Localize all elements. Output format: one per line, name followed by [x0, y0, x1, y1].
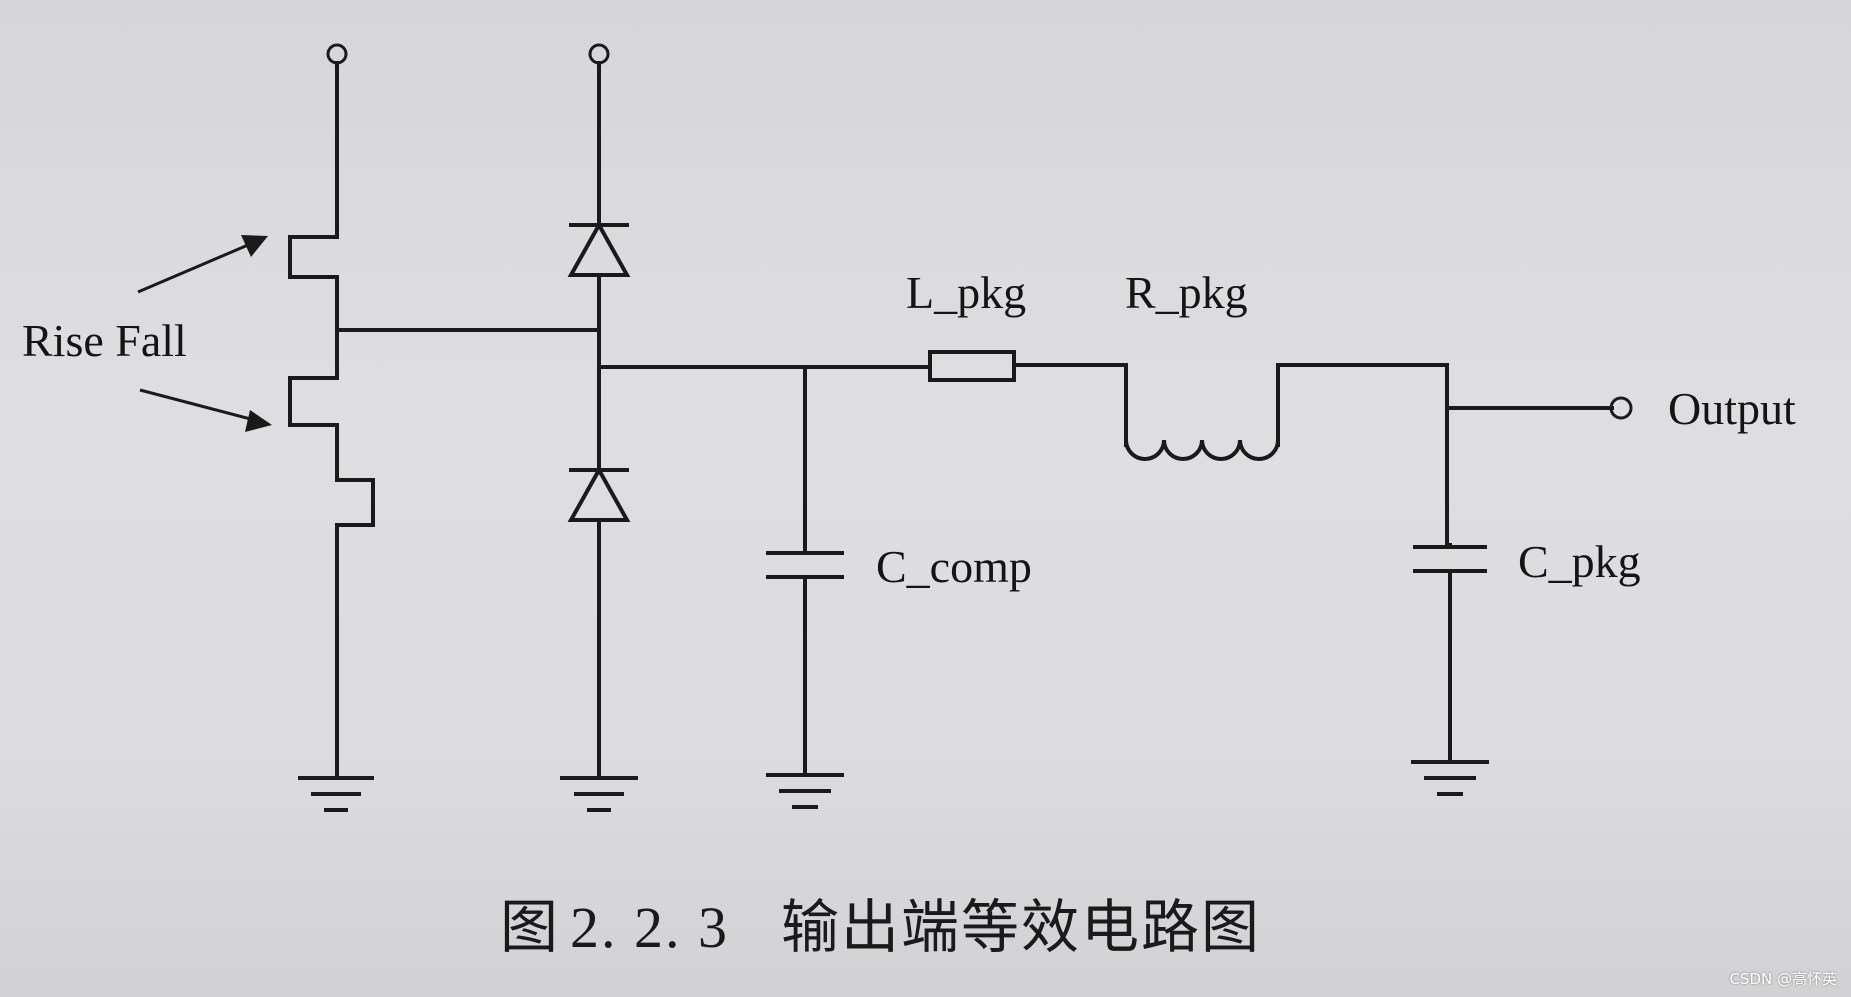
figure-word: 图	[500, 893, 561, 961]
label-c-comp: C_comp	[876, 541, 1032, 592]
watermark: CSDN @高怀英	[1729, 970, 1837, 988]
ground-left	[298, 776, 374, 812]
supply-terminal-left	[326, 43, 348, 65]
supply-terminal-right	[588, 43, 610, 65]
ground-diode	[560, 776, 638, 812]
capacitor-c-pkg	[1413, 543, 1487, 764]
figure-title: 输出端等效电路图	[781, 893, 1262, 961]
ground-c-pkg	[1411, 760, 1489, 796]
output-network	[597, 350, 1633, 809]
label-r-pkg: R_pkg	[1125, 267, 1248, 318]
arrow-fall-head	[245, 410, 272, 432]
label-l-pkg: L_pkg	[906, 267, 1027, 318]
bus-to-inductor	[1012, 363, 1128, 447]
inductor-coil	[1123, 437, 1281, 461]
ground-c-comp	[766, 773, 844, 809]
arrow-rise	[137, 240, 256, 294]
transistor-stack	[288, 61, 375, 777]
label-rise-fall: Rise Fall	[22, 315, 187, 366]
gate-arrows	[137, 235, 272, 432]
label-output: Output	[1668, 383, 1796, 434]
bus-to-output	[1276, 363, 1449, 547]
transistor-branch	[288, 43, 601, 812]
label-c-pkg: C_pkg	[1518, 536, 1641, 587]
diode-upper	[567, 220, 631, 277]
resistor-symbol	[928, 350, 1016, 382]
capacitor-c-comp	[766, 365, 844, 777]
diode-branch	[560, 43, 638, 812]
output-terminal	[1609, 396, 1633, 420]
diode-lower	[567, 465, 631, 522]
arrow-rise-head	[241, 235, 268, 257]
figure-number: 2. 2. 3	[570, 895, 730, 960]
arrow-fall	[139, 388, 259, 423]
